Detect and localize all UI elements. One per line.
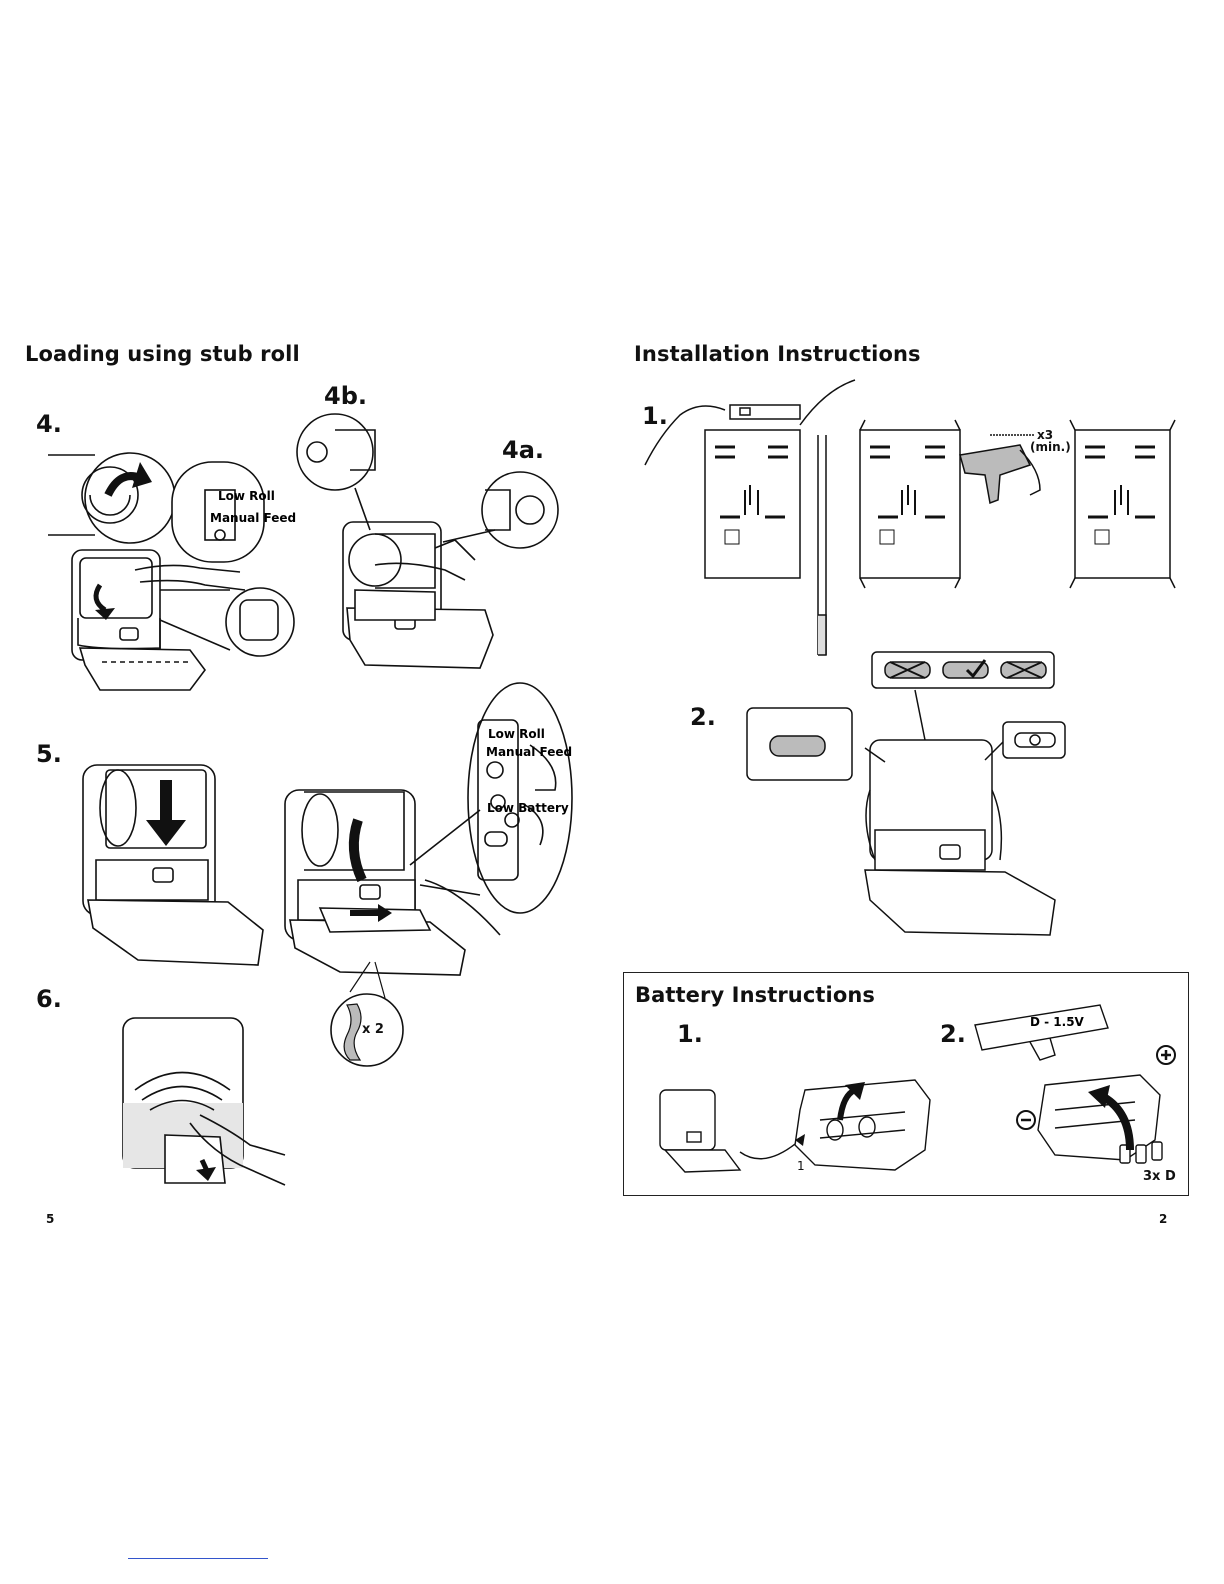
step-5-roll-illustration [78, 760, 273, 990]
battery-marker-1: 1 [797, 1159, 805, 1173]
battery-voltage-label: D - 1.5V [1030, 1015, 1085, 1029]
right-page-title: Installation Instructions [634, 342, 921, 366]
step-5-label: 5. [36, 740, 62, 768]
manual-feed-label: Manual Feed [210, 511, 296, 525]
battery-count-label: 3x D [1143, 1169, 1176, 1184]
step-4a-4b-illustration [295, 410, 565, 675]
battery-step-2-illustration: D - 1.5V [970, 1000, 1180, 1175]
step-4-illustration: Low Roll Manual Feed [40, 450, 310, 700]
battery-step-2-label: 2. [940, 1020, 966, 1048]
right-page-number: 2 [1159, 1212, 1167, 1226]
step-6-dispense-illustration [120, 1015, 290, 1190]
left-page-title: Loading using stub roll [25, 342, 300, 366]
minus-icon [1017, 1111, 1035, 1129]
battery-step-1-label: 1. [677, 1020, 703, 1048]
callout-low-roll-label: Low Roll [488, 727, 545, 741]
step-5-feed-illustration: Low Roll Manual Feed Low Battery [280, 680, 580, 980]
callout-manual-feed-label: Manual Feed [486, 745, 572, 759]
step-4b-label: 4b. [324, 382, 367, 410]
footer-link-underline [128, 1558, 268, 1559]
callout-low-battery-label: Low Battery [487, 801, 569, 815]
plus-icon [1157, 1046, 1175, 1064]
install-step-2-label: 2. [690, 703, 716, 731]
step-4-label: 4. [36, 410, 62, 438]
low-roll-label: Low Roll [218, 489, 275, 503]
screws-min: (min.) [1030, 440, 1071, 454]
battery-title: Battery Instructions [635, 983, 875, 1007]
install-step-2-illustration [745, 650, 1070, 935]
left-page-number: 5 [46, 1212, 54, 1226]
tear-x2-label: x 2 [362, 1022, 384, 1037]
step-6-label: 6. [36, 985, 62, 1013]
install-step-1-illustration [640, 375, 1180, 660]
